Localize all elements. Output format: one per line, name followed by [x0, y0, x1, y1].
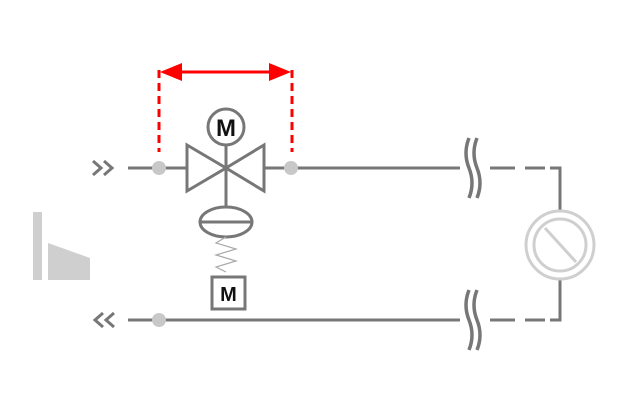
measure-point-supply-in: [152, 161, 166, 175]
motor-actuator-label: M: [216, 115, 236, 142]
flow-in-chevron-icon: [92, 159, 115, 177]
arrow-right-icon: [269, 63, 291, 81]
measure-point-return: [152, 313, 166, 327]
consumer-icon: [524, 209, 596, 281]
return-line: [128, 280, 562, 322]
pipe-break-icon: [464, 289, 482, 351]
measure-point-supply-out: [284, 161, 298, 175]
flow-out-chevron-icon: [92, 311, 115, 329]
heat-source-icon: [33, 212, 90, 280]
arrow-left-icon: [160, 63, 182, 81]
motor-box: [210, 275, 247, 311]
spring-icon: [213, 236, 239, 273]
dimension-arrow: [157, 70, 294, 152]
three-way-valve-icon: [185, 107, 266, 239]
pipe-break-icon: [464, 137, 482, 199]
motor-box-label: M: [220, 284, 237, 306]
